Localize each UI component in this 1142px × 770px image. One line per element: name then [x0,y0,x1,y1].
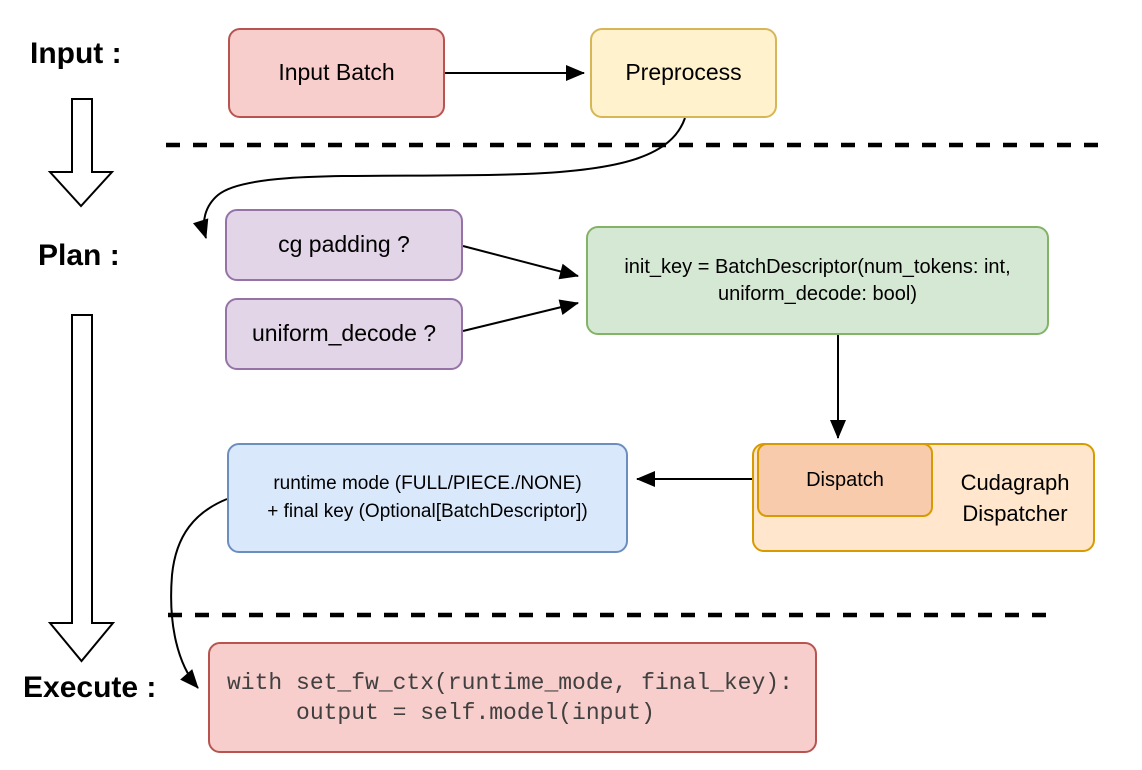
stage-arrow-plan-to-execute [47,314,116,663]
node-uniform-decode-label: uniform_decode ? [251,320,437,347]
edge-cgpadding-to-initkey [462,245,579,280]
node-init-key-line2: uniform_decode: bool) [717,282,917,305]
stage-arrow-input-to-plan [47,98,115,208]
execute-code-line2: output = self.model(input) [227,699,655,726]
cudagraph-label-line2: Dispatcher [962,500,1068,526]
cudagraph-label-line1: Cudagraph [960,469,1070,495]
node-input-batch-label: Input Batch [278,59,395,86]
execute-stage-label: Execute : [23,671,157,704]
plan-stage-label: Plan : [38,239,120,272]
node-preprocess: Preprocess [590,28,777,118]
node-init-key-line1: init_key = BatchDescriptor(num_tokens: i… [624,255,1011,278]
node-init-key: init_key = BatchDescriptor(num_tokens: i… [586,226,1049,335]
node-runtime-mode-line1: runtime mode (FULL/PIECE./NONE) [273,473,582,494]
node-input-batch: Input Batch [228,28,445,118]
node-cudagraph-dispatcher-label: Cudagraph Dispatcher [935,443,1095,552]
execute-code-line1: with set_fw_ctx(runtime_mode, final_key)… [227,669,793,696]
node-runtime-mode: runtime mode (FULL/PIECE./NONE) + final … [227,443,628,553]
node-uniform-decode: uniform_decode ? [225,298,463,370]
node-cg-padding: cg padding ? [225,209,463,281]
node-dispatch-label: Dispatch [806,469,884,491]
node-runtime-mode-line2: + final key (Optional[BatchDescriptor]) [267,501,588,522]
edge-uniformdecode-to-initkey [462,299,579,332]
input-stage-label: Input : [30,37,122,70]
node-preprocess-label: Preprocess [625,59,742,86]
node-dispatch: Dispatch [757,443,933,517]
node-execute-code: with set_fw_ctx(runtime_mode, final_key)… [208,642,817,753]
node-cg-padding-label: cg padding ? [278,231,410,258]
